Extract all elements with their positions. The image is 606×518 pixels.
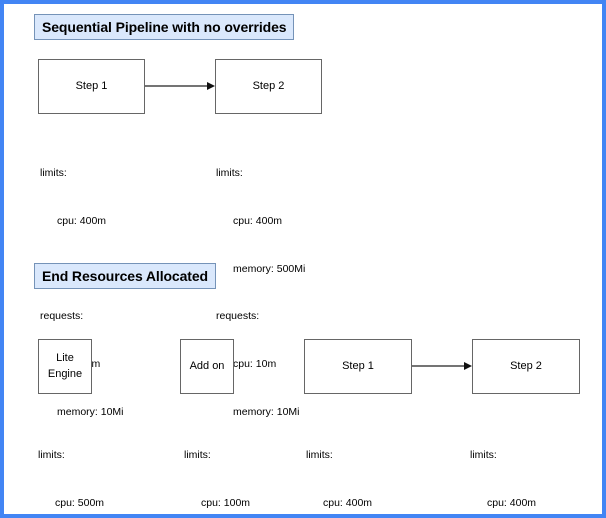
node-step-1-top[interactable]: Step 1 — [38, 59, 145, 114]
limits-cpu-text: cpu: 100m — [201, 496, 251, 509]
limits-label: limits: — [216, 166, 243, 179]
limits-cpu: cpu: 400m — [216, 214, 305, 230]
limits-cpu-text: cpu: 400m — [57, 214, 107, 227]
requests-memory-text: memory: 10Mi — [233, 406, 300, 419]
node-step-1-bottom-label: Step 1 — [342, 359, 374, 372]
limits-cpu: cpu: 400m — [40, 214, 129, 230]
node-step-2-bottom[interactable]: Step 2 — [472, 339, 580, 394]
banner-sequential-pipeline: Sequential Pipeline with no overrides — [34, 14, 294, 40]
limits-memory: memory: 500Mi — [216, 262, 305, 278]
resources-step-2-top: limits: cpu: 400m memory: 500Mi requests… — [216, 134, 305, 453]
limits-cpu-text: cpu: 400m — [233, 214, 283, 227]
limits-cpu: cpu: 100m — [184, 496, 273, 512]
banner-sequential-pipeline-label: Sequential Pipeline with no overrides — [42, 19, 287, 35]
limits-label: limits: — [40, 166, 67, 179]
requests-label: requests: — [216, 310, 260, 323]
resources-step-1-top: limits: cpu: 400m memory: 500Mi requests… — [40, 134, 129, 453]
resources-add-on: limits: cpu: 100m memory: 100Mi requests… — [184, 416, 273, 514]
node-step-1-top-label: Step 1 — [75, 79, 108, 92]
requests-memory-text: memory: 10Mi — [57, 406, 124, 419]
resources-step-1-bottom: limits: cpu: 400m memory: 500Mi requests… — [306, 416, 395, 514]
requests-cpu: cpu: 10m — [216, 357, 305, 373]
requests-memory: memory: 10Mi — [216, 405, 305, 421]
node-lite-engine-label-line1: Lite — [56, 351, 74, 364]
limits-memory-text: memory: 500Mi — [233, 262, 306, 275]
banner-end-resources-label: End Resources Allocated — [42, 268, 209, 284]
limits-cpu-text: cpu: 400m — [487, 496, 537, 509]
limits-cpu: cpu: 400m — [306, 496, 395, 512]
node-add-on[interactable]: Add on — [180, 339, 234, 394]
node-lite-engine[interactable]: Lite Engine — [38, 339, 92, 394]
limits-label: limits: — [184, 448, 211, 461]
node-lite-engine-label-line2: Engine — [47, 367, 83, 380]
node-step-1-bottom[interactable]: Step 1 — [304, 339, 412, 394]
limits-label: limits: — [38, 448, 65, 461]
limits-cpu-text: cpu: 400m — [323, 496, 373, 509]
node-step-2-bottom-label: Step 2 — [510, 359, 542, 372]
requests-memory: memory: 10Mi — [40, 405, 129, 421]
limits-label: limits: — [470, 448, 497, 461]
limits-cpu: cpu: 400m — [470, 496, 559, 512]
limits-label: limits: — [306, 448, 333, 461]
resources-step-2-bottom: limits: cpu: 400m memory: 500Mi requests… — [470, 416, 559, 514]
requests-label: requests: — [40, 310, 84, 323]
arrow-step1-to-step2-top — [145, 82, 215, 90]
banner-end-resources: End Resources Allocated — [34, 263, 216, 289]
limits-cpu-text: cpu: 500m — [55, 496, 105, 509]
node-lite-engine-label: Lite Engine — [48, 351, 82, 383]
limits-cpu: cpu: 500m — [38, 496, 127, 512]
requests-cpu-text: cpu: 10m — [233, 358, 277, 371]
node-add-on-label: Add on — [189, 359, 225, 372]
resources-lite-engine: limits: cpu: 500m memory: 600Mi requests… — [38, 416, 127, 514]
arrow-step1-to-step2-bottom — [412, 362, 472, 370]
node-step-2-top[interactable]: Step 2 — [215, 59, 322, 114]
node-step-2-top-label: Step 2 — [252, 79, 285, 92]
